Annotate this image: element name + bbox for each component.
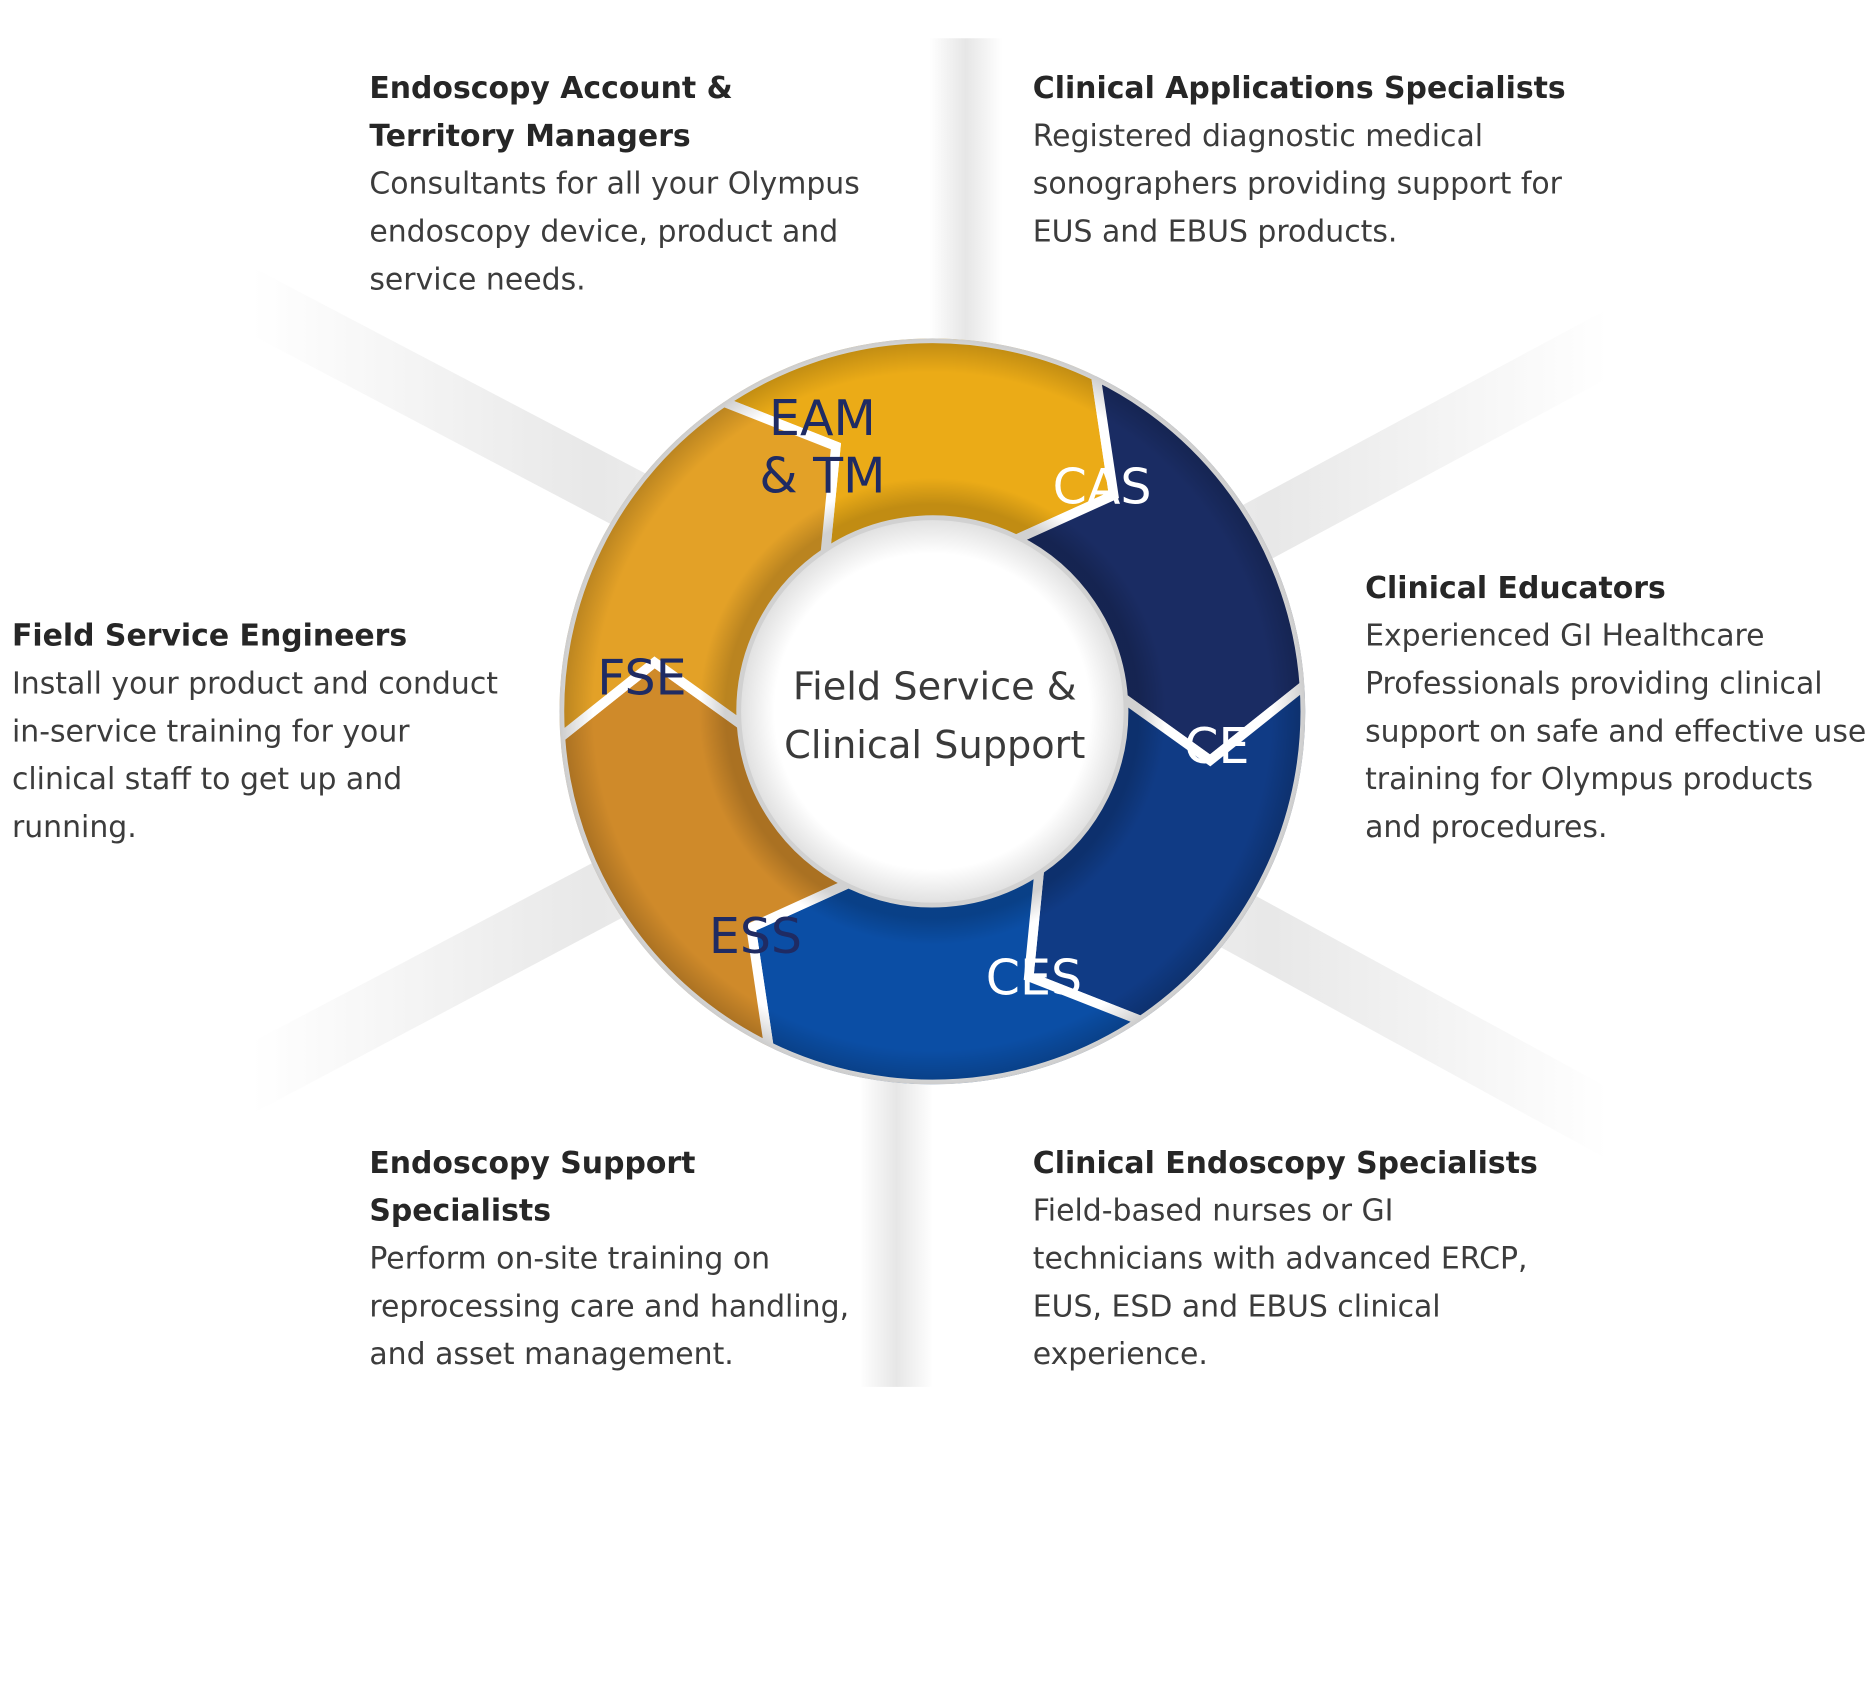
segment-label-fse: FSE: [597, 650, 686, 707]
role-cas: Clinical Applications Specialists Regist…: [1033, 65, 1571, 256]
role-cas-body: Registered diagnostic medical sonographe…: [1032, 118, 1562, 249]
role-ce: Clinical Educators Experienced GI Health…: [1365, 564, 1867, 851]
role-eam-title: Endoscopy Account & Territory Managers: [369, 70, 733, 154]
segment-label-ce: CE: [1184, 718, 1249, 775]
role-fse-body: Install your product and conduct in-serv…: [11, 665, 498, 845]
segment-label-cas: CAS: [1053, 458, 1152, 515]
role-ce-title: Clinical Educators: [1365, 570, 1666, 605]
role-ces-body: Field-based nurses or GI technicians wit…: [1032, 1193, 1528, 1372]
role-fse: Field Service Engineers Install your pro…: [12, 612, 514, 851]
role-ess-body: Perform on-site training on reprocessing…: [369, 1241, 850, 1372]
center-circle: [741, 520, 1124, 903]
segment-label-ces: CES: [986, 950, 1082, 1007]
center-label-line2: Clinical Support: [784, 723, 1085, 768]
segment-label-ess: ESS: [709, 908, 802, 965]
role-ces-title: Clinical Endoscopy Specialists: [1032, 1145, 1538, 1181]
role-ess: Endoscopy Support Specialists Perform on…: [369, 1139, 859, 1378]
role-ess-title: Endoscopy Support Specialists: [369, 1145, 696, 1228]
center-label-line1: Field Service &: [793, 664, 1077, 709]
role-eam-body: Consultants for all your Olympus endosco…: [369, 166, 860, 297]
role-ces: Clinical Endoscopy Specialists Field-bas…: [1033, 1139, 1571, 1378]
role-ce-body: Experienced GI Healthcare Professionals …: [1365, 618, 1867, 845]
role-eam: Endoscopy Account & Territory Managers C…: [369, 65, 871, 304]
role-cas-title: Clinical Applications Specialists: [1032, 70, 1566, 106]
segment-label-eam-2: & TM: [759, 448, 885, 505]
role-fse-title: Field Service Engineers: [11, 618, 408, 653]
segment-label-eam-1: EAM: [769, 390, 876, 447]
